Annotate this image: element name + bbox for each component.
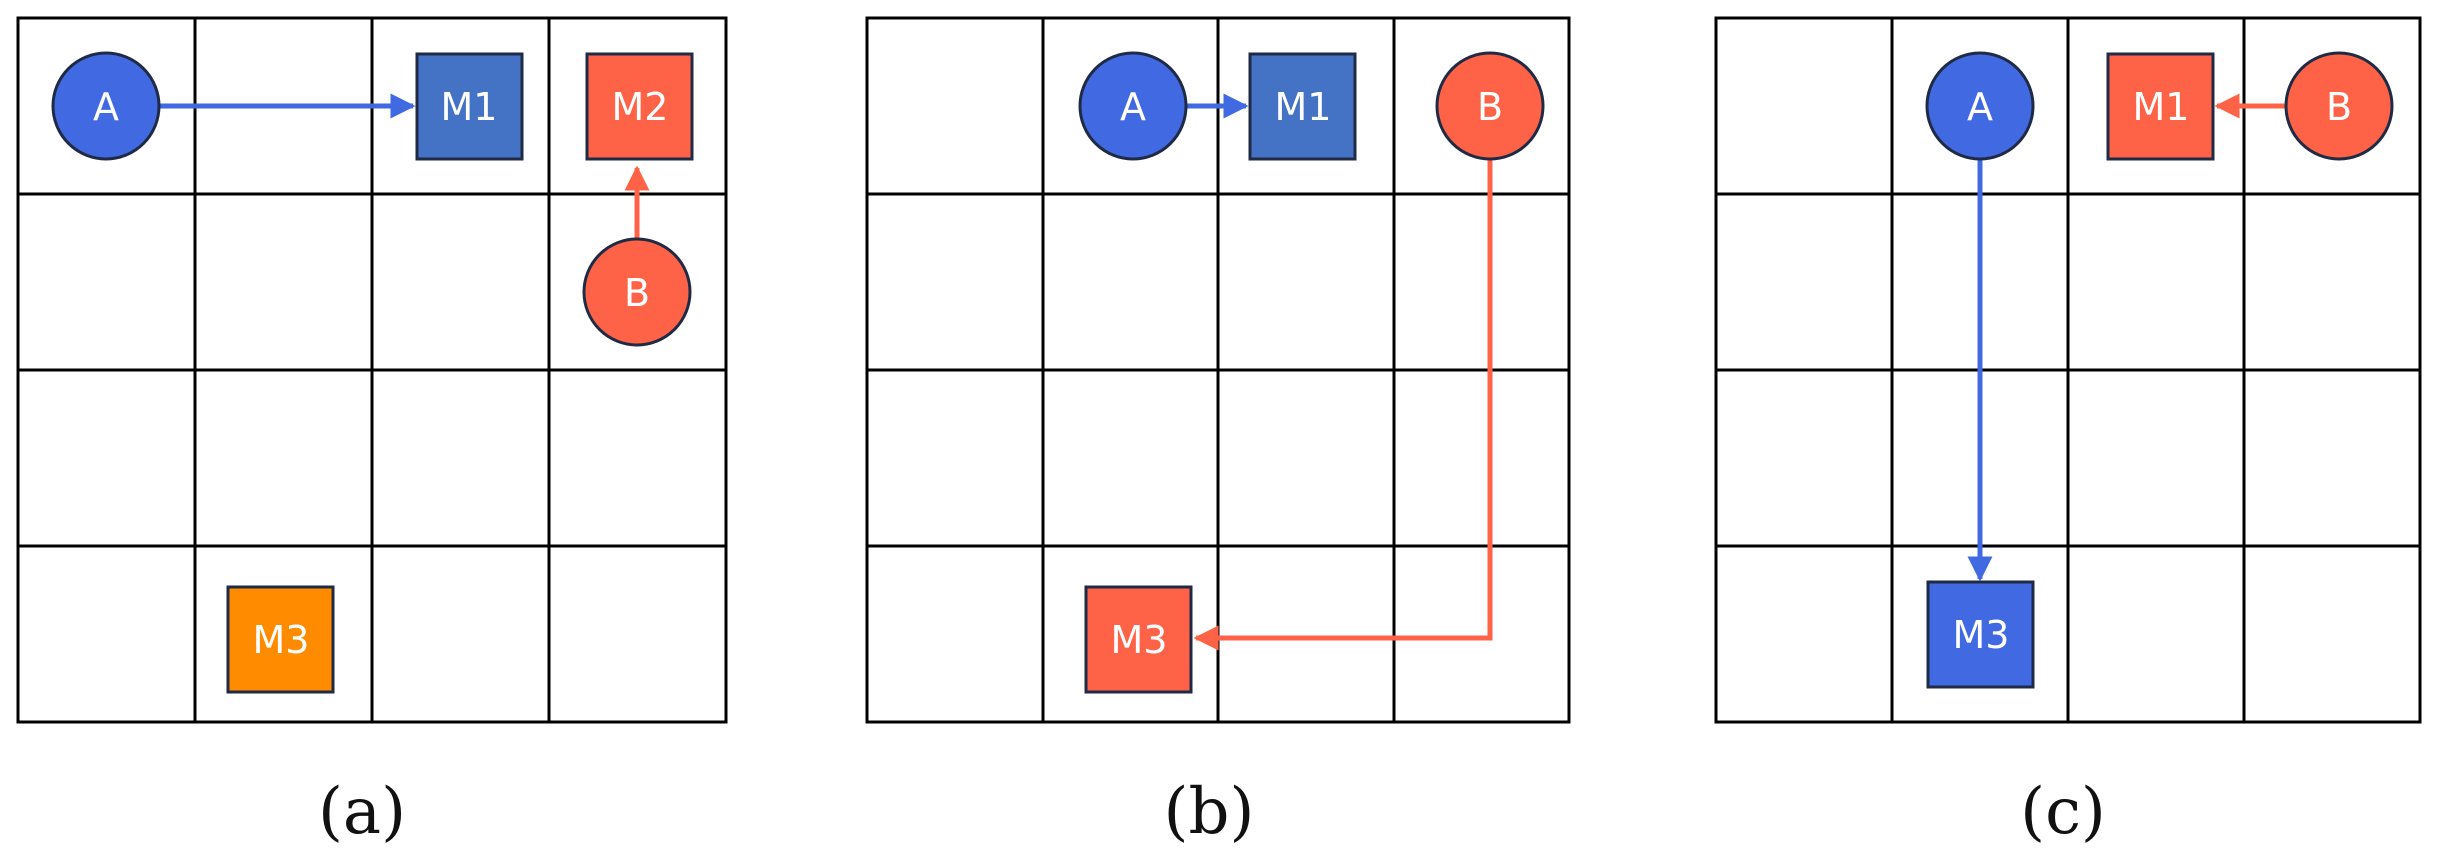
machine-m3: M3: [1926, 580, 2035, 689]
machine-label: M3: [1111, 618, 1168, 662]
machine-m1: M1: [1248, 52, 1357, 161]
panel-caption: (a): [318, 775, 406, 849]
agent-label: B: [2326, 85, 2352, 129]
agent-a: A: [51, 51, 161, 161]
machine-label: M3: [1953, 613, 2010, 657]
panel-b: M1 M3 A B (b): [865, 16, 1571, 849]
machine-m2: M2: [585, 52, 694, 161]
panel-caption: (c): [2020, 775, 2106, 849]
agent-label: A: [93, 85, 119, 129]
machine-m1: M1: [415, 52, 524, 161]
grid-b: [865, 16, 1571, 724]
agent-label: B: [624, 271, 650, 315]
machine-m1: M1: [2106, 52, 2215, 161]
machine-m3: M3: [226, 585, 335, 694]
grid-c: [1714, 16, 2422, 724]
machine-label: M2: [612, 85, 669, 129]
machine-m3: M3: [1084, 585, 1193, 694]
grid-a: [16, 16, 728, 724]
panel-caption: (b): [1164, 775, 1255, 849]
arrow-b-to-m3: [1193, 159, 1493, 651]
agent-b: B: [1435, 51, 1545, 161]
agent-a: A: [1078, 51, 1188, 161]
agent-b: B: [2284, 51, 2394, 161]
agent-label: B: [1477, 85, 1503, 129]
panel-c: M1 M3 A B (c): [1714, 16, 2422, 849]
machine-label: M1: [1275, 85, 1332, 129]
machine-label: M1: [441, 85, 498, 129]
agent-label: A: [1967, 85, 1993, 129]
agent-a: A: [1925, 51, 2035, 161]
machine-label: M3: [253, 618, 310, 662]
agent-b: B: [582, 237, 692, 347]
machine-label: M1: [2133, 85, 2190, 129]
panel-a: M1 M2 M3 A B (a): [16, 16, 728, 849]
agent-label: A: [1120, 85, 1146, 129]
